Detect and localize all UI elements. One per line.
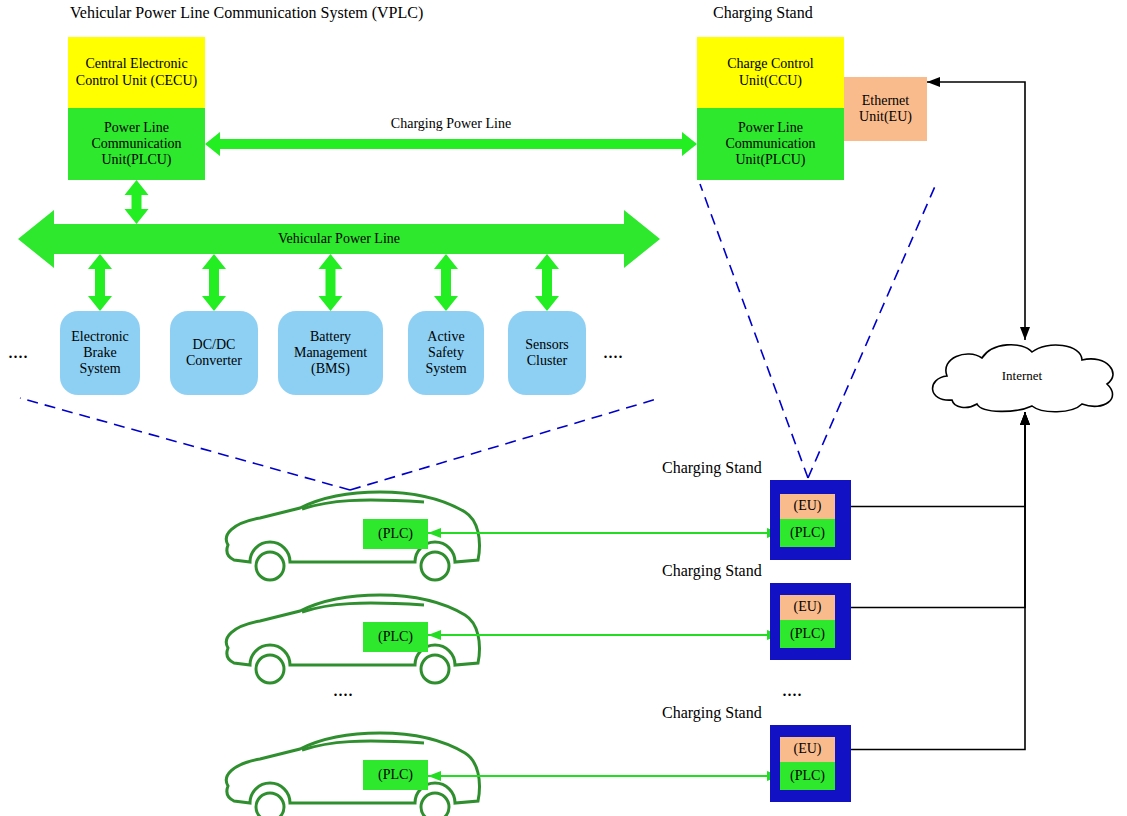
ethernet-unit-box: (EU)	[780, 595, 835, 620]
box-label: Charge Control Unit(CCU)	[697, 56, 844, 88]
box-label: (PLC)	[780, 525, 835, 541]
charging-stand-box: Charging Stand(EU)(PLC)	[770, 583, 851, 660]
power-line-arrow	[205, 132, 697, 156]
box-label: (PLC)	[780, 626, 835, 642]
ellipsis-mark: ....	[333, 678, 353, 701]
box-label: Battery Management (BMS)	[278, 329, 383, 377]
box-label: (PLC)	[363, 767, 428, 783]
power-line-arrow	[88, 254, 112, 311]
ellipsis-mark: ....	[8, 340, 28, 363]
charging-stand-box: Charging Stand(EU)(PLC)	[770, 480, 851, 560]
network-link	[835, 412, 1025, 750]
subsystem-box: Sensors Cluster	[508, 311, 586, 395]
diagram-title: Vehicular Power Line Communication Syste…	[70, 4, 423, 22]
box-label: DC/DC Converter	[170, 337, 258, 369]
group-heading: Charging Stand	[713, 4, 813, 22]
box-label: (PLC)	[363, 526, 428, 542]
internet-cloud: Internet	[922, 340, 1122, 412]
box-label: Ethernet Unit(EU)	[844, 93, 927, 125]
communication-unit-box: (PLC)	[780, 762, 835, 790]
power-line-arrow	[319, 254, 343, 311]
control-unit-box: Central Electronic Control Unit (CECU)	[68, 37, 205, 108]
communication-unit-box: Power Line Communication Unit(PLCU)	[68, 108, 205, 180]
box-label: (EU)	[780, 599, 835, 615]
ethernet-unit-box: Ethernet Unit(EU)	[844, 77, 927, 141]
ellipsis-mark: ....	[603, 340, 623, 363]
communication-unit-box: Power Line Communication Unit(PLCU)	[697, 108, 844, 180]
box-label: Central Electronic Control Unit (CECU)	[68, 56, 205, 88]
communication-unit-box: (PLC)	[363, 622, 428, 652]
charging-link	[428, 532, 780, 534]
network-link	[927, 82, 1025, 340]
car	[226, 595, 479, 683]
charging-link	[428, 775, 780, 777]
box-label: Active Safety System	[408, 329, 484, 377]
stand-heading: Charging Stand	[662, 459, 762, 477]
bus-label: Vehicular Power Line	[18, 231, 660, 247]
ellipsis-mark: ....	[782, 678, 802, 701]
car	[226, 492, 479, 580]
charging-stand-box: Charging Stand(EU)(PLC)	[770, 725, 851, 802]
power-line-arrow	[125, 180, 149, 224]
network-link	[835, 412, 1025, 507]
box-label: Power Line Communication Unit(PLCU)	[697, 120, 844, 168]
box-label: (PLC)	[363, 629, 428, 645]
power-line-arrow	[434, 254, 458, 311]
edge-label: Charging Power Line	[388, 116, 514, 132]
power-line-bus: Vehicular Power Line	[18, 224, 660, 254]
stand-heading: Charging Stand	[662, 704, 762, 722]
box-label: (EU)	[780, 741, 835, 757]
communication-unit-box: (PLC)	[780, 620, 835, 648]
power-line-arrow	[535, 254, 559, 311]
subsystem-box: Electronic Brake System	[60, 311, 140, 395]
network-link	[835, 412, 1025, 608]
car	[226, 733, 479, 816]
subsystem-box: DC/DC Converter	[170, 311, 258, 395]
stand-heading: Charging Stand	[662, 562, 762, 580]
ethernet-unit-box: (EU)	[780, 494, 835, 519]
subsystem-box: Battery Management (BMS)	[278, 311, 383, 395]
ethernet-unit-box: (EU)	[780, 737, 835, 762]
communication-unit-box: (PLC)	[780, 519, 835, 547]
box-label: Internet	[922, 369, 1122, 384]
box-label: (EU)	[780, 498, 835, 514]
control-unit-box: Charge Control Unit(CCU)	[697, 37, 844, 108]
charging-link	[428, 634, 780, 636]
box-label: Sensors Cluster	[508, 337, 586, 369]
box-label: (PLC)	[780, 768, 835, 784]
subsystem-box: Active Safety System	[408, 311, 484, 395]
box-label: Electronic Brake System	[60, 329, 140, 377]
box-label: Power Line Communication Unit(PLCU)	[68, 120, 205, 168]
power-line-arrow	[202, 254, 226, 311]
communication-unit-box: (PLC)	[363, 519, 428, 549]
communication-unit-box: (PLC)	[363, 760, 428, 790]
